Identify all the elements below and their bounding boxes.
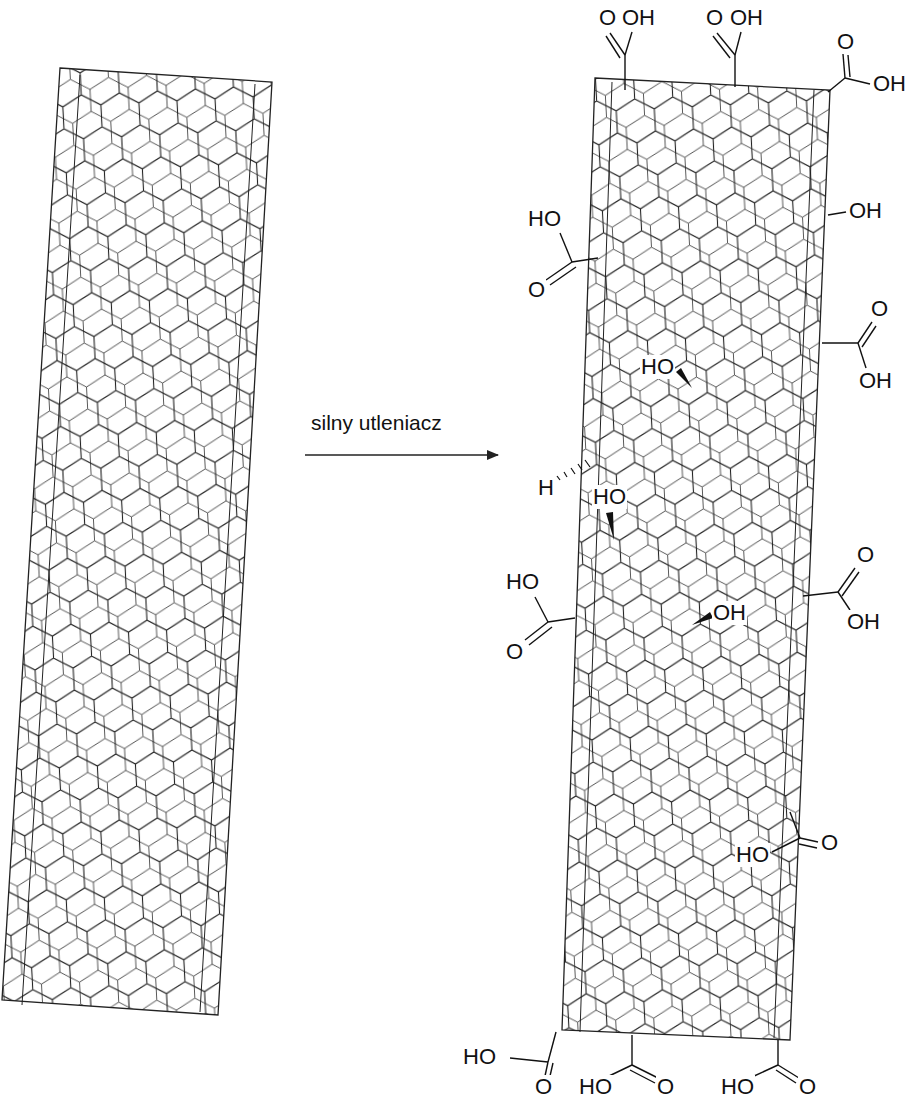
atom-label: O <box>534 1075 553 1099</box>
atom-label: O <box>527 278 546 302</box>
atom-label: O <box>505 640 524 664</box>
atom-label: OH <box>846 610 881 634</box>
reagent-label: silny utleniacz <box>310 411 443 435</box>
atom-label: O <box>798 1075 817 1099</box>
tube-outline <box>2 68 272 1015</box>
atom-label: OH <box>729 6 764 30</box>
atom-label: HO <box>462 1045 497 1069</box>
atom-label: O <box>836 30 855 54</box>
atom-label: O <box>656 1075 675 1099</box>
atom-label: HO <box>735 843 770 867</box>
tube-wall <box>22 75 80 1005</box>
atom-label: OH <box>858 369 893 393</box>
atom-label: OH <box>848 199 883 223</box>
atom-label: O <box>820 831 839 855</box>
atom-label: OH <box>621 6 656 30</box>
atom-label: HO <box>505 570 540 594</box>
atom-label: H <box>537 476 555 500</box>
atom-label: HO <box>527 207 562 231</box>
tube-outline <box>562 78 830 1040</box>
atom-label: HO <box>640 355 675 379</box>
tube-wall <box>774 90 814 1038</box>
reaction-arrow <box>305 454 498 455</box>
atom-label: O <box>870 297 889 321</box>
oxidized-nanotube <box>550 70 840 1050</box>
atom-label: O <box>598 6 617 30</box>
atom-label: HO <box>720 1075 755 1099</box>
atom-label: O <box>705 6 724 30</box>
bond-lines <box>510 32 876 1083</box>
nanotube <box>0 60 280 1020</box>
atom-label: OH <box>712 601 747 625</box>
atom-label: HO <box>592 485 627 509</box>
atom-label: O <box>856 543 875 567</box>
atom-label: HO <box>578 1075 613 1099</box>
atom-label: OH <box>872 72 907 96</box>
tube-wall <box>580 82 612 1032</box>
tube-wall <box>200 84 255 1012</box>
